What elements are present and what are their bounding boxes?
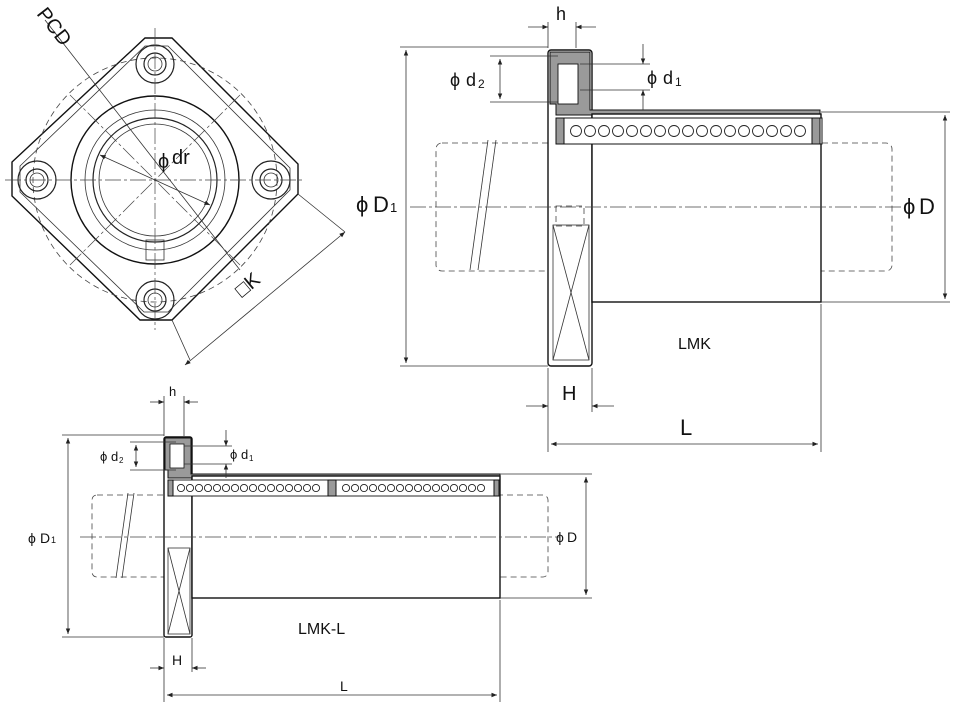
- lmk-L-label: L: [680, 415, 692, 440]
- lmkl-d1-sub: 1: [51, 535, 56, 545]
- lmk-d-prefix: ϕ: [903, 194, 915, 219]
- lmkl-d1-label: D: [40, 530, 50, 546]
- lmk-d1small-prefix: ϕ: [647, 68, 657, 88]
- lmk-title: LMK: [678, 336, 711, 353]
- lmk-d1-label: D: [373, 192, 389, 217]
- lmk-H-label: H: [562, 383, 576, 405]
- lmk-d1-sub: 1: [390, 200, 397, 215]
- front-view-flange: PCD ϕ dr □K: [5, 4, 346, 366]
- lmkl-L-label: L: [340, 678, 348, 694]
- lmkl-d1-prefix: ϕ: [28, 530, 36, 546]
- square-k-label: □K: [231, 268, 265, 302]
- lmkl-d2-label: d: [111, 449, 118, 464]
- lmkl-title: LMK-L: [298, 621, 345, 638]
- lmk-d1small-label: d: [663, 68, 673, 88]
- lmk-d2-prefix: ϕ: [450, 70, 460, 90]
- lmk-d1small-sub: 1: [675, 75, 682, 89]
- lmk-d-label: D: [919, 194, 935, 219]
- lmkl-d2-sub: 2: [119, 456, 124, 465]
- lmkl-H-label: H: [172, 652, 182, 668]
- lmk-d1-prefix: ϕ: [356, 192, 368, 217]
- ball-row-lmkl-2: [341, 483, 486, 493]
- ball-row-lmkl-1: [176, 483, 321, 493]
- lmk-h-label: h: [556, 4, 566, 24]
- pcd-label: PCD: [32, 4, 75, 51]
- dr-label: dr: [172, 147, 190, 169]
- lmkl-d1small-sub: 1: [249, 454, 254, 463]
- sleeve: [591, 113, 822, 303]
- lmkl-h-label: h: [169, 384, 176, 399]
- lmkl-d-label: D: [567, 529, 577, 545]
- lmk-d2-sub: 2: [478, 77, 485, 91]
- lmk-side-view: ϕ D 1 ϕ D ϕ d 2 ϕ d 1 h H L LMK: [356, 4, 950, 452]
- lmkl-side-view: ϕ D 1 ϕ D ϕ d 2 ϕ d 1 h H L LMK-L: [28, 384, 592, 702]
- lmkl-d2-prefix: ϕ: [100, 449, 107, 464]
- dr-prefix: ϕ: [158, 151, 169, 173]
- ball-row-lmk: [570, 125, 806, 137]
- lmkl-d-prefix: ϕ: [556, 529, 564, 545]
- lmkl-d1small-label: d: [241, 447, 248, 462]
- lmk-d2-label: d: [466, 70, 476, 90]
- lmkl-d1small-prefix: ϕ: [230, 447, 237, 462]
